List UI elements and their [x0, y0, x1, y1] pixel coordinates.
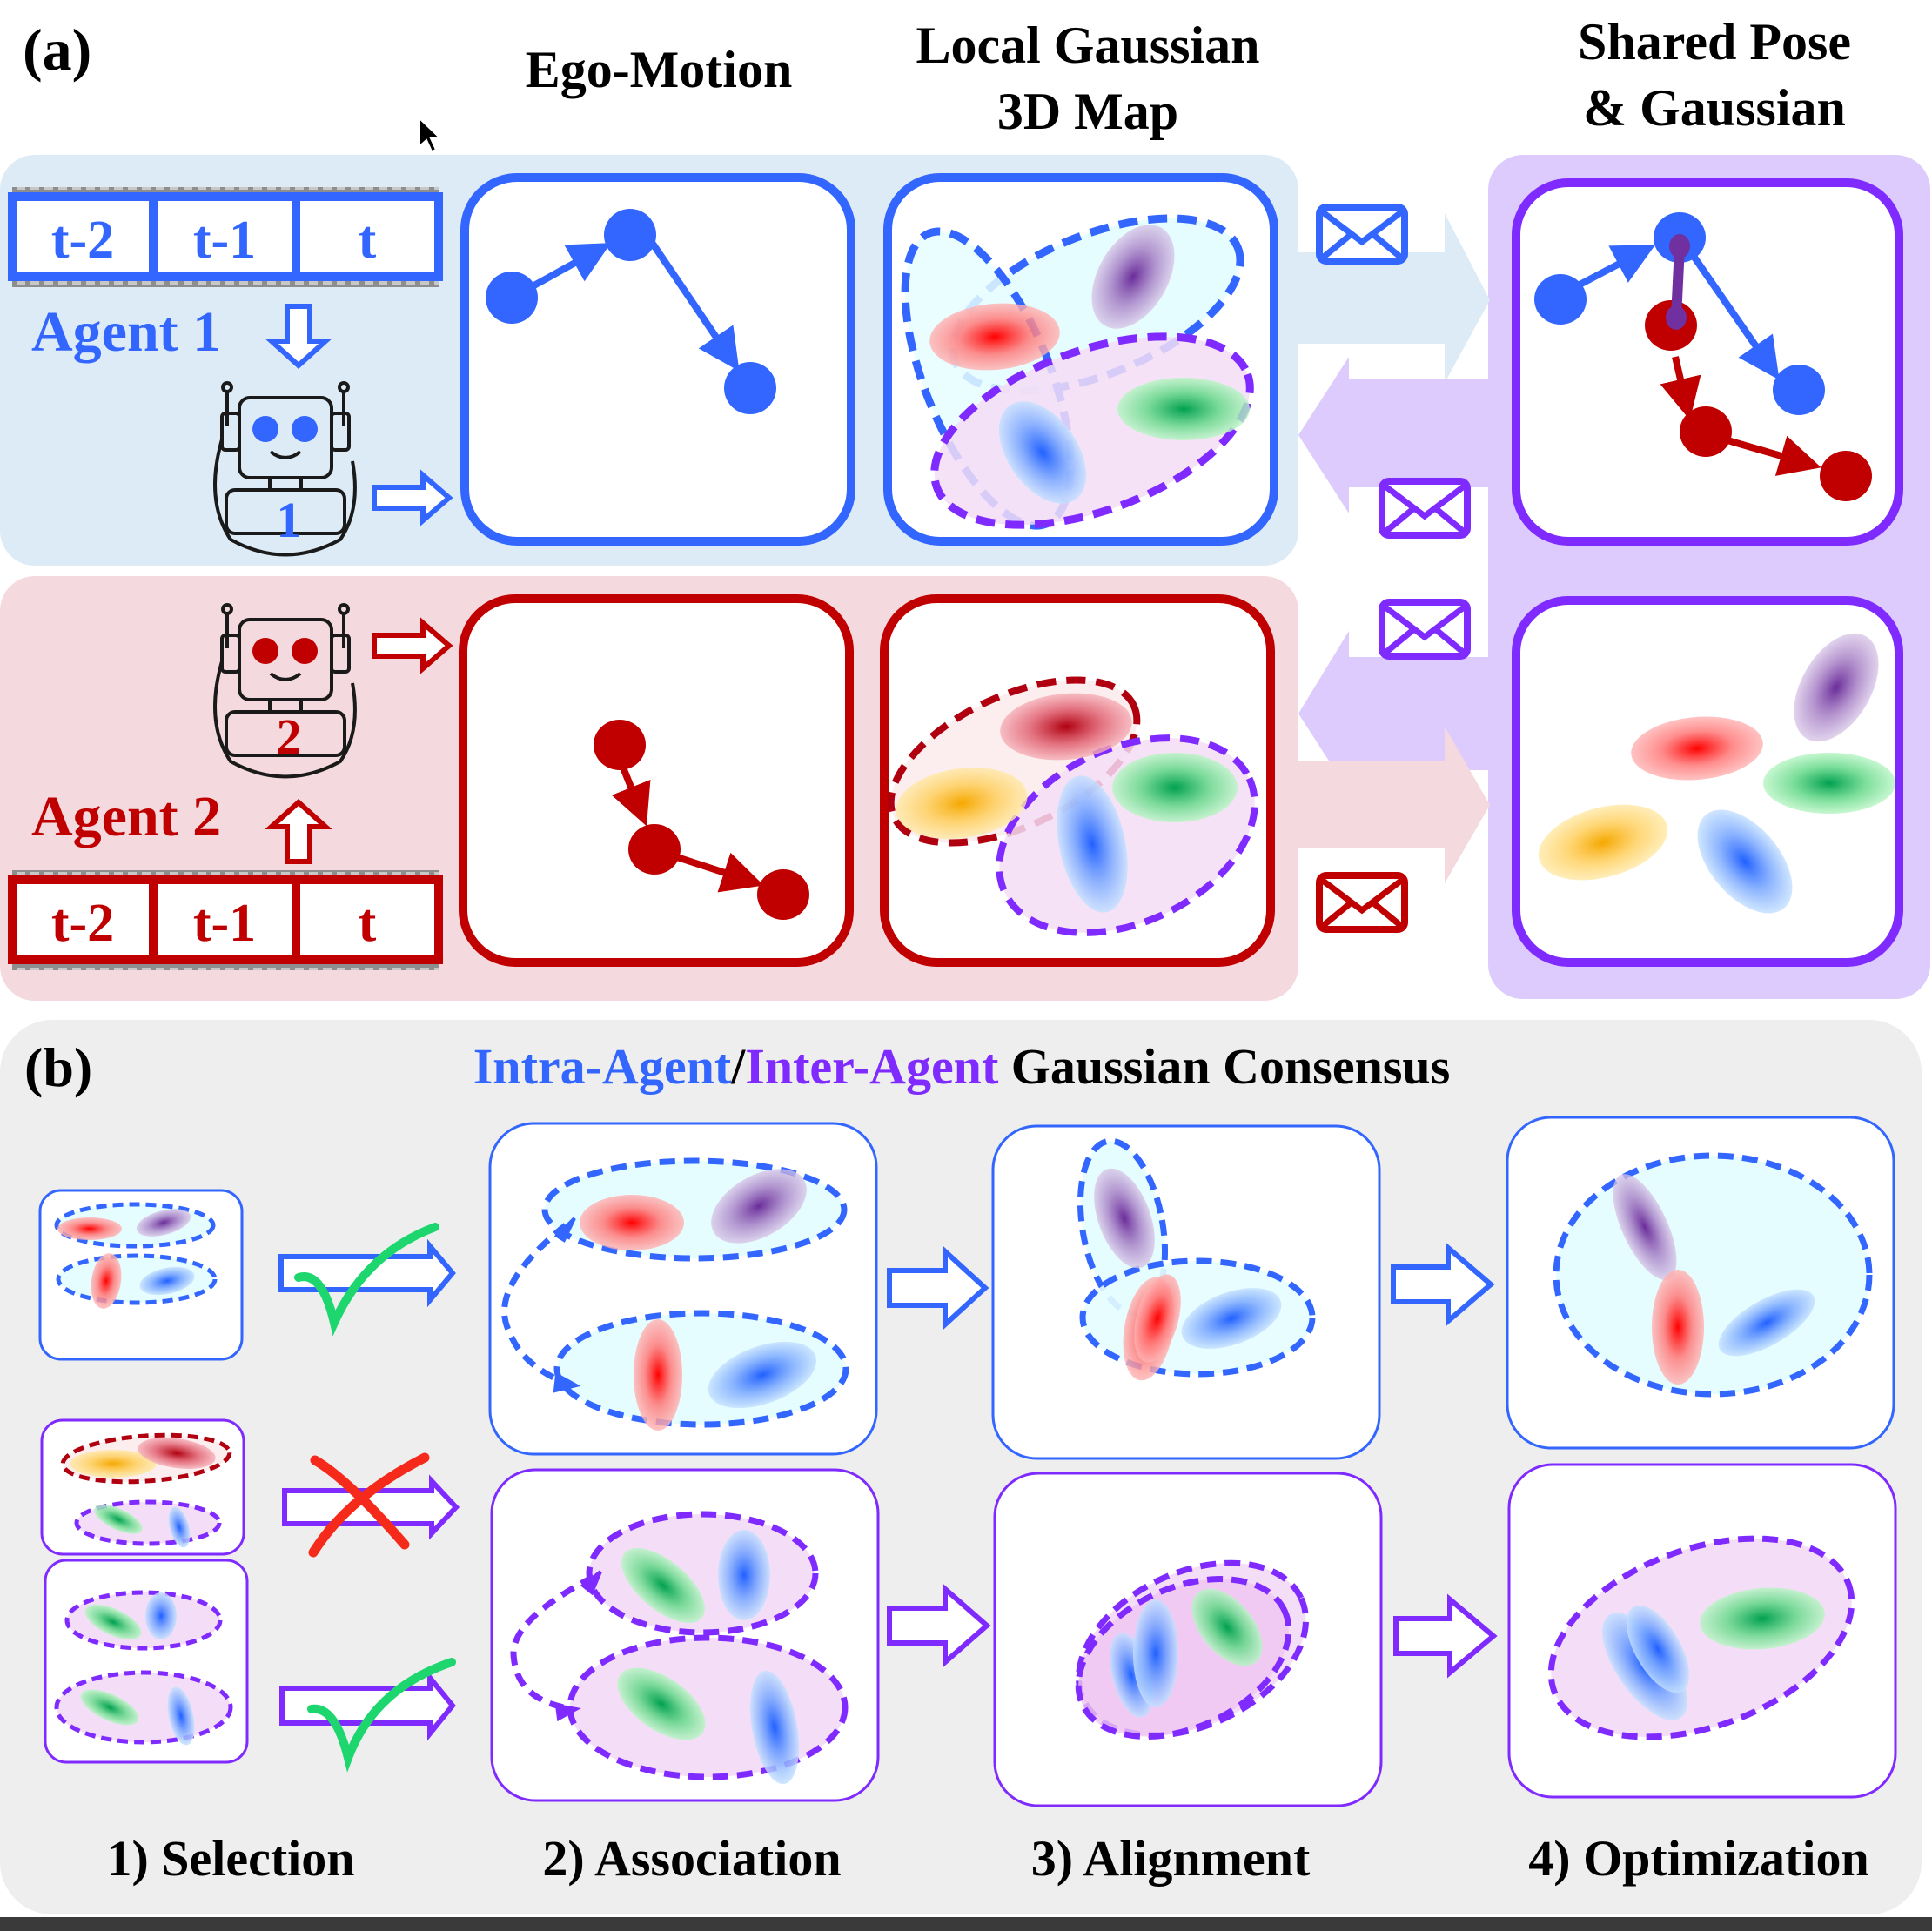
message-envelope-icon: [1316, 872, 1408, 933]
agent1-gaussians: [901, 214, 1254, 530]
down-arrow-icon: [265, 304, 332, 370]
pose-node: [486, 272, 538, 324]
gaussian-yellow: [896, 768, 1028, 839]
association-intra-gaussians: [501, 1157, 849, 1431]
checkmark-icon: [307, 1658, 456, 1773]
message-envelope-icon: [1379, 599, 1471, 660]
step-arrow-icon: [887, 1245, 989, 1331]
gaussian-purple: [1794, 633, 1879, 742]
right-arrow-icon: [372, 469, 453, 526]
step-arrow-icon: [1393, 1593, 1498, 1679]
optimization-inter-gaussians: [1547, 1535, 1855, 1740]
gaussian-green: [1117, 378, 1250, 440]
gaussian-green: [1763, 753, 1895, 814]
pose-node: [594, 720, 646, 770]
title-inter-agent: Inter-Agent: [745, 1038, 999, 1095]
window-bottom-bar: [0, 1917, 1932, 1931]
step-label-alignment: 3) Alignment: [1031, 1830, 1311, 1887]
title-separator: /: [730, 1038, 746, 1095]
robot-agent1-icon: 1: [213, 381, 357, 557]
agent1-trajectory: [486, 209, 776, 414]
robot-agent2-icon: 2: [213, 603, 357, 779]
agent2-trajectory: [594, 720, 809, 920]
step-label-optimization: 4) Optimization: [1528, 1830, 1868, 1887]
up-arrow-icon: [265, 798, 332, 864]
association-inter-gaussians: [510, 1511, 849, 1785]
step-arrow-icon: [887, 1583, 991, 1668]
robot-number: 2: [277, 708, 302, 765]
part-b-label: (b): [24, 1036, 92, 1098]
heading-local-map-line2: 3D Map: [997, 83, 1178, 140]
message-envelope-icon: [1379, 478, 1471, 539]
pose-node: [757, 869, 809, 920]
frame-label: t-2: [51, 894, 114, 953]
agent2-film-strip: t-2 t-1 t: [8, 870, 443, 970]
robot-number: 1: [277, 492, 302, 548]
checkmark-icon: [294, 1223, 439, 1337]
heading-shared-line2: & Gaussian: [1583, 79, 1846, 137]
part-b-background: [0, 1020, 1922, 1914]
agent2-to-shared-arrow: [1298, 727, 1490, 883]
frame-label: t: [359, 211, 377, 270]
heading-ego-motion: Ego-Motion: [526, 41, 793, 98]
pose-node: [1534, 274, 1587, 325]
title-intra-agent: Intra-Agent: [473, 1038, 732, 1095]
pose-node: [724, 362, 776, 414]
frame-label: t-2: [51, 211, 114, 270]
gaussian-blue: [1697, 809, 1793, 914]
agent1-label: Agent 1: [31, 300, 221, 364]
agent2-gaussians: [887, 676, 1258, 936]
alignment-inter-gaussians: [1075, 1559, 1309, 1740]
pose-node: [1680, 406, 1732, 457]
pose-node: [1820, 451, 1872, 501]
step-label-selection: 1) Selection: [106, 1830, 354, 1887]
frame-label: t-1: [193, 211, 256, 270]
shared-trajectory: [1534, 212, 1872, 501]
gaussian-red: [929, 303, 1060, 371]
gaussian-blue: [1057, 775, 1128, 913]
selection-inter-box: [44, 1559, 249, 1764]
gaussian-red: [1631, 716, 1763, 781]
message-envelope-icon: [1316, 204, 1408, 265]
selection-rejected-box: [40, 1418, 245, 1556]
pose-node: [1773, 365, 1825, 415]
agent2-label: Agent 2: [31, 785, 221, 848]
shared-to-agent1-arrow: [1298, 357, 1488, 513]
frame-label: t-1: [193, 894, 256, 953]
step-label-association: 2) Association: [542, 1830, 841, 1887]
pose-node: [628, 824, 681, 875]
frame-label: t: [359, 894, 377, 953]
mouse-cursor-icon: [419, 116, 443, 153]
title-rest: Gaussian Consensus: [998, 1038, 1450, 1095]
shared-to-agent2-arrow: [1298, 631, 1488, 792]
agent1-ego-motion-panel: [460, 173, 855, 546]
right-arrow-icon: [372, 617, 453, 674]
part-b-title: Intra-Agent/Inter-Agent Gaussian Consens…: [473, 1038, 1451, 1095]
part-a-label: (a): [23, 17, 91, 83]
gaussian-blue: [998, 401, 1087, 504]
heading-shared-line1: Shared Pose: [1578, 13, 1851, 70]
step-arrow-icon: [1391, 1242, 1495, 1327]
cross-icon: [308, 1452, 430, 1558]
optimization-intra-gaussians: [1553, 1152, 1873, 1398]
gaussian-purple: [1091, 225, 1175, 329]
gaussian-yellow: [1538, 804, 1668, 881]
selection-intra-box: [38, 1189, 244, 1361]
gaussian-green: [1112, 753, 1238, 822]
shared-gaussians: [1538, 633, 1895, 914]
heading-local-map-line1: Local Gaussian: [916, 17, 1259, 74]
agent1-film-strip: t-2 t-1 t: [8, 187, 443, 287]
pose-node: [604, 209, 656, 261]
accept-arrow-icon: [279, 1670, 456, 1741]
gaussian-dark-red: [1000, 693, 1132, 761]
alignment-intra-gaussians: [1077, 1137, 1316, 1381]
